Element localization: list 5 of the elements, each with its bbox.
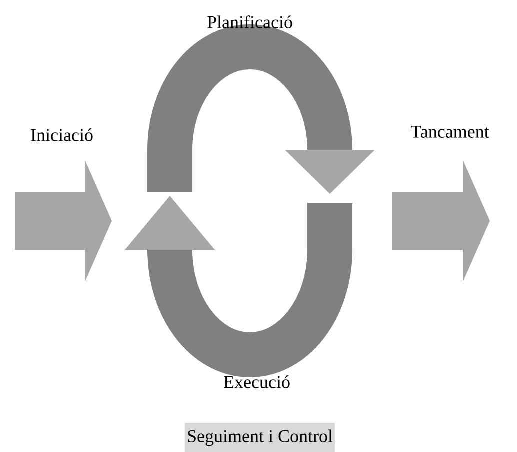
stage-label: Execució	[224, 376, 290, 388]
label-box: Seguiment i Control	[185, 422, 335, 452]
stage-label: Iniciació	[31, 128, 93, 142]
stage-label: Planificació	[208, 16, 292, 28]
stage-label: Tancament	[410, 126, 490, 138]
